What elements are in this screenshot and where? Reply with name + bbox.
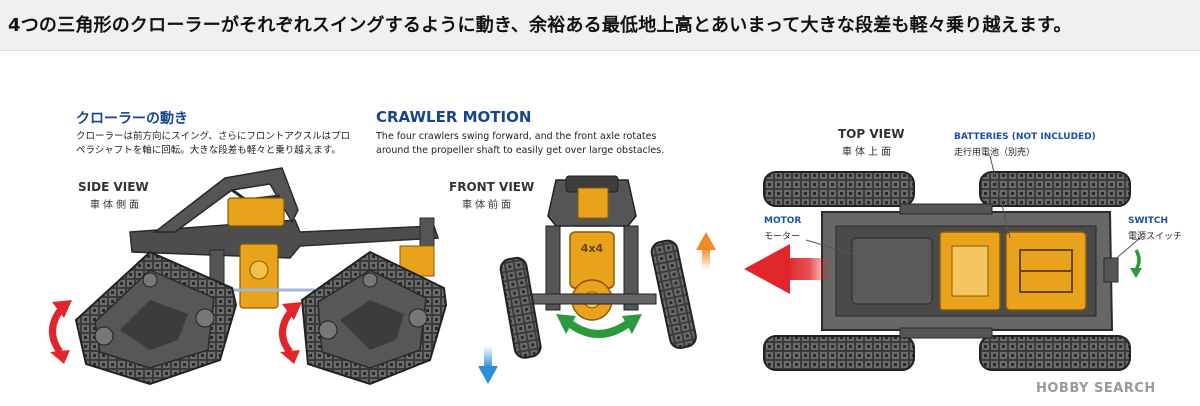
gearbox-label: 4x4 [581,242,604,255]
top-right-rear-track [979,335,1131,371]
front-view-subtitle: 車体前面 [462,200,514,211]
front-left-track [499,256,542,359]
switch-arrow [1130,249,1142,278]
description-en: The four crawlers swing forward, and the… [376,130,664,158]
up-arrow [696,232,716,270]
side-view-title: SIDE VIEW [78,180,149,194]
side-view-subtitle: 車体側面 [90,200,142,211]
switch-label-jp: 電源スイッチ [1128,232,1183,242]
front-view-drawing: 4x4 [478,175,716,384]
top-left-rear-track [763,335,915,371]
top-view-drawing [744,155,1142,371]
description-jp: クローラーは前方向にスイング、さらにフロントアクスルはプロ ペラシャフトを軸に回… [76,130,350,158]
caption-banner: 4つの三角形のクローラーがそれぞれスイングするように動き、余裕ある最低地上高とあ… [0,0,1200,51]
heading-en: CRAWLER MOTION [376,108,532,126]
top-view-subtitle: 車体上面 [842,147,894,158]
front-view-title: FRONT VIEW [449,180,535,194]
batteries-label-jp: 走行用電池（別売） [954,148,1036,158]
top-left-front-track [763,171,915,207]
rear-swing-arrow [49,300,72,364]
rear-crawler [74,250,238,386]
motor-label-en: MOTOR [764,216,802,226]
watermark: HOBBY SEARCH [1036,381,1156,396]
description-en-line: around the propeller shaft to easily get… [376,145,665,156]
side-view-drawing [49,167,448,386]
caption-text: 4つの三角形のクローラーがそれぞれスイングするように動き、余裕ある最低地上高とあ… [8,15,1072,36]
batteries-label-en: BATTERIES (NOT INCLUDED) [954,132,1096,142]
front-swing-arrow [279,302,302,364]
down-arrow [478,346,498,384]
front-right-track [650,239,697,350]
top-view-title: TOP VIEW [838,127,905,141]
front-crawler [300,250,448,386]
forward-arrow [744,244,832,294]
heading-jp: クローラーの動き [76,111,188,127]
description-jp-line: クローラーは前方向にスイング、さらにフロントアクスルはプロ [76,131,351,142]
switch-label-en: SWITCH [1128,216,1169,226]
motor-label-jp: モーター [764,232,801,242]
description-en-line: The four crawlers swing forward, and the… [376,131,657,142]
top-right-front-track [979,171,1131,207]
rotation-arrow [556,314,642,338]
description-jp-line: ペラシャフトを軸に回転。大きな段差も軽々と乗り越えます。 [76,145,341,156]
